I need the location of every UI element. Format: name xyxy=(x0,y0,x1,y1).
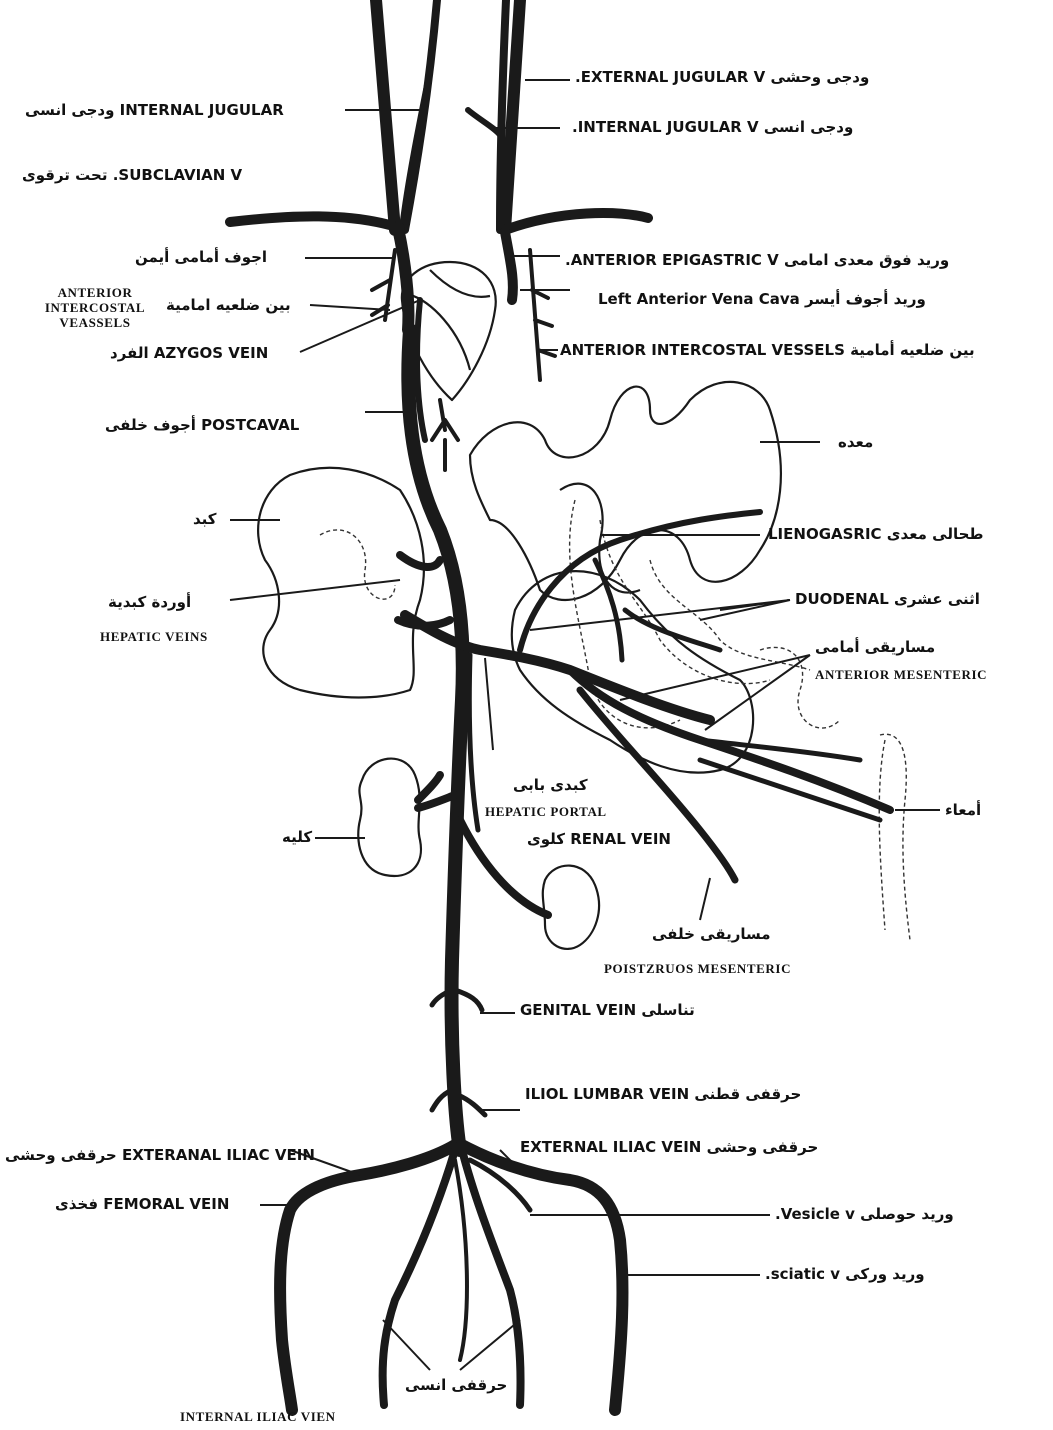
label-kidney: کلیه xyxy=(282,830,312,845)
label-anterior-epigastric: ورید فوق معدی امامی ANTERIOR EPIGASTRIC … xyxy=(565,253,949,268)
renal-vein-left xyxy=(418,775,455,808)
label-sciatic: ورید ورکی sciatic v. xyxy=(765,1267,925,1282)
label-hepatic-portal-en: HEPATIC PORTAL xyxy=(485,805,607,818)
label-external-jugular-right: ودجی وحشی EXTERNAL JUGULAR V. xyxy=(575,70,869,85)
label-iliolumbar: حرقفی قطنی ILIOL LUMBAR VEIN xyxy=(525,1087,801,1102)
stomach-outline xyxy=(470,382,781,600)
pelvic-leg-veins xyxy=(280,1145,622,1410)
label-anterior-intercostal-ar: بین ضلعیه امامیة xyxy=(166,298,291,313)
liver-outline xyxy=(258,468,424,698)
label-hepatic-portal-ar: کبدی بابی xyxy=(513,778,588,793)
label-hepatic-veins-ar: أوردة کبدیة xyxy=(108,595,191,610)
label-posterior-mesenteric-ar: مساریقی خلفی xyxy=(652,927,771,942)
label-anterior-intercostal-vessels-right: بین ضلعیه أمامیة ANTERIOR INTERCOSTAL VE… xyxy=(560,343,975,358)
label-internal-jugular-left: INTERNAL JUGULAR ودجی انسی xyxy=(25,103,284,118)
subclavian-veins xyxy=(230,213,648,230)
kidney-left xyxy=(358,759,421,876)
label-liver: کبد xyxy=(193,512,217,527)
label-subclavian: SUBCLAVIAN V. تحت ترقوی xyxy=(22,168,242,183)
label-internal-iliac-en: INTERNAL ILIAC VIEN xyxy=(180,1410,336,1423)
label-external-iliac-left: EXTERANAL ILIAC VEIN حرقفی وحشی xyxy=(5,1148,315,1163)
anterior-vena-cavae xyxy=(398,228,513,330)
label-intestines: أمعاء xyxy=(945,803,981,818)
label-anterior-mesenteric-ar: مساریقی أمامی xyxy=(815,640,935,655)
kidney-right xyxy=(543,866,599,949)
label-azygos: AZYGOS VEIN الفرد xyxy=(110,346,268,361)
label-anterior-mesenteric-en: ANTERIOR MESENTERIC xyxy=(815,668,987,681)
label-vesicle: ورید حوصلی Vesicle v. xyxy=(775,1207,954,1222)
jugular-veins xyxy=(376,0,520,230)
label-renal-vein: RENAL VEIN کلوی xyxy=(527,832,671,847)
label-hepatic-veins-en: HEPATIC VEINS xyxy=(100,630,208,643)
label-duodenal: اثنی عشری DUODENAL xyxy=(795,592,980,607)
label-left-anterior-vena-cava: ورید أجوف أیسر Left Anterior Vena Cava xyxy=(598,292,926,307)
label-postcaval: POSTCAVAL أجوف خلفی xyxy=(105,418,299,433)
hepatic-portal-system xyxy=(405,512,890,880)
postcaval-trunk xyxy=(408,330,462,1150)
label-lienogastric: طحالی معدی LIENOGASRIC xyxy=(768,527,984,542)
label-posterior-mesenteric-en: POISTZRUOS MESENTERIC xyxy=(604,962,791,975)
label-femoral: FEMORAL VEIN فخذی xyxy=(55,1197,229,1212)
label-anterior-intercostal-en: ANTERIOR INTERCOSTAL VEASSELS xyxy=(30,285,160,330)
label-stomach: معده xyxy=(838,435,873,450)
label-anterior-vena-cava-right: اجوف أمامی أیمن xyxy=(135,250,267,265)
azygos-vein xyxy=(417,300,425,440)
label-internal-jugular-right: ودجی انسی INTERNAL JUGULAR V. xyxy=(572,120,853,135)
label-internal-iliac-ar: حرقفی انسی xyxy=(405,1378,507,1393)
label-external-iliac-right: حرقفی وحشی EXTERNAL ILIAC VEIN xyxy=(520,1140,818,1155)
label-genital-vein: تناسلی GENITAL VEIN xyxy=(520,1003,695,1018)
